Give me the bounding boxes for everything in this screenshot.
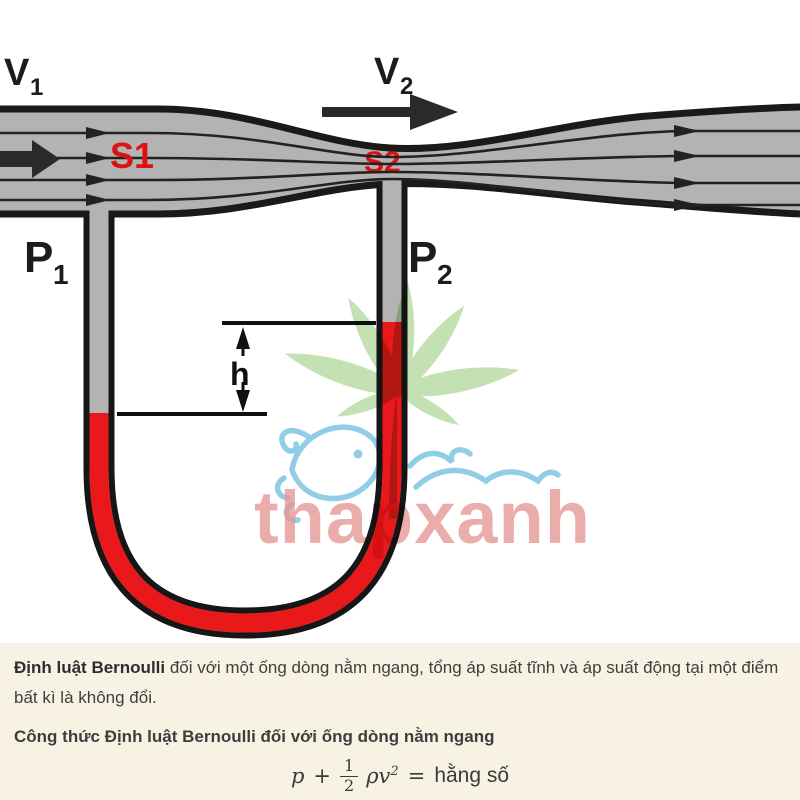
venturi-diagram: S2 V 1 V 2 [0, 51, 800, 639]
caption-text: đối với một ống dòng nằm ngang, tổng áp … [14, 658, 779, 707]
leaf-icon [284, 281, 520, 520]
pipe-wall-top [0, 103, 800, 153]
diagram-labels: V 1 V 2 P 1 P 2 [4, 51, 453, 290]
inlet-flow-arrow [0, 140, 60, 178]
p2-label: P [408, 233, 437, 282]
formula-plus-sign: + [313, 764, 332, 789]
v2-label: V [374, 51, 400, 93]
v2-subscript: 2 [400, 73, 413, 100]
formula-equals-sign: = [407, 764, 426, 789]
streamline-arrowheads-left [86, 127, 110, 206]
v1-label: V [4, 52, 30, 94]
pipe-wall-bottom [0, 180, 800, 218]
manometer-liquid [89, 322, 402, 633]
formula-constant-text: hằng số [434, 764, 510, 788]
height-label-h: h [230, 356, 250, 392]
formula-pressure-term: p [290, 764, 305, 789]
streamline-arrowheads-right [674, 125, 700, 211]
formula-dynamic-term: ρv2 [366, 764, 399, 789]
caption-subheading: Công thức Định luật Bernoulli đối với ốn… [14, 726, 495, 746]
arrow-down-icon [236, 390, 250, 412]
caption-paragraph: Định luật Bernoulli đối với một ống dòng… [14, 653, 786, 713]
leaf-stem [389, 390, 398, 520]
watermark: thapxanh [254, 281, 591, 559]
inlet-area-label-s1: S1 [110, 135, 154, 176]
height-measurement [117, 321, 376, 416]
caption-bold-lead: Định luật Bernoulli [14, 658, 166, 677]
left-tube-junction [89, 205, 109, 219]
waves-icon [407, 447, 561, 490]
caption-panel: Định luật Bernoulli đối với một ống dòng… [0, 643, 800, 800]
fish-icon [274, 424, 383, 523]
v1-subscript: 1 [30, 74, 43, 101]
v2-velocity-arrow [322, 94, 458, 130]
p1-subscript: 1 [53, 259, 69, 290]
streamlines [0, 129, 800, 207]
arrow-up-icon [236, 327, 250, 349]
p1-label: P [24, 233, 53, 282]
watermark-brand-text: thapxanh [254, 476, 591, 559]
p2-subscript: 2 [437, 259, 453, 290]
